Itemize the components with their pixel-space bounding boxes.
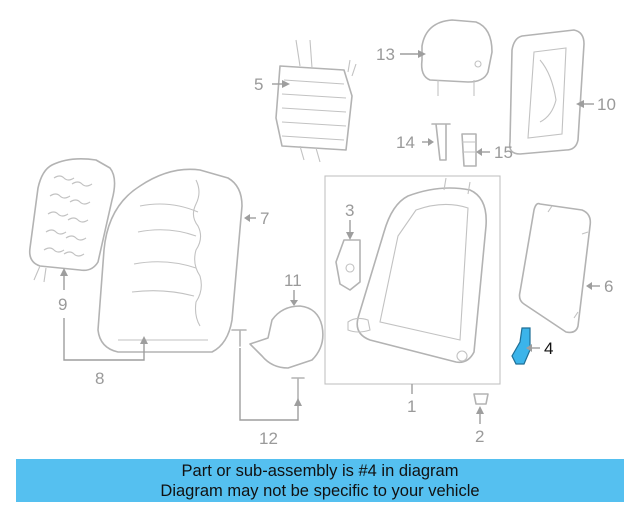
part-2-bolt <box>473 393 489 405</box>
callout-5: 5 <box>254 75 263 94</box>
banner-line-1: Part or sub-assembly is #4 in diagram <box>181 462 459 480</box>
notice-banner: Part or sub-assembly is #4 in diagram Di… <box>16 459 624 502</box>
part-10-back-panel <box>508 29 585 155</box>
callout-14: 14 <box>396 133 415 152</box>
callout-2: 2 <box>475 427 484 446</box>
callout-7: 7 <box>260 209 269 228</box>
callout-1: 1 <box>407 397 416 416</box>
part-9-heater-pad <box>28 158 116 283</box>
leader-lines <box>60 50 600 424</box>
callout-11: 11 <box>284 271 302 290</box>
part-4-highlighted-bracket <box>511 327 531 365</box>
callout-6: 6 <box>604 277 613 296</box>
callout-4: 4 <box>544 339 553 358</box>
part-13-headrest <box>420 19 493 96</box>
part-5-lumbar-support <box>275 39 357 163</box>
part-11-side-shield <box>249 305 324 369</box>
callout-9: 9 <box>58 295 67 314</box>
part-12-screws <box>231 329 305 401</box>
banner-line-2: Diagram may not be specific to your vehi… <box>160 482 480 500</box>
callout-12: 12 <box>259 429 278 448</box>
callout-3: 3 <box>345 201 354 220</box>
callout-8: 8 <box>95 369 104 388</box>
part-6-rear-panel <box>518 202 592 334</box>
part-15-headrest-guide <box>461 133 477 167</box>
callout-10: 10 <box>597 95 616 114</box>
callout-numbers: 13 5 10 14 15 7 3 11 6 4 9 8 1 2 12 <box>58 45 616 448</box>
part-7-seat-back-cover <box>97 168 243 353</box>
part-14-headrest-guide <box>431 123 451 161</box>
callout-13: 13 <box>376 45 395 64</box>
part-3-recliner <box>335 239 361 291</box>
callout-15: 15 <box>494 143 513 162</box>
